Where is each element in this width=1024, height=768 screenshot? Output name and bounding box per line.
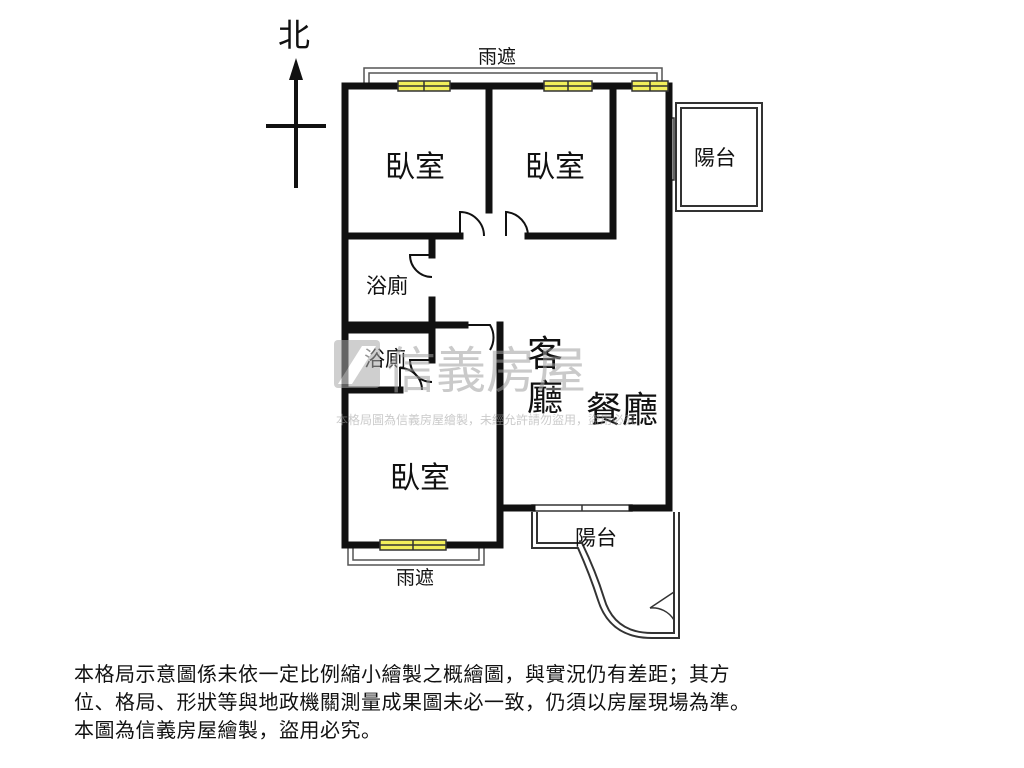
north-arrow-icon bbox=[289, 58, 303, 80]
watermark-subtitle: 本格局圖為信義房屋繪製，未經允許請勿盜用，盜用必究 bbox=[336, 412, 636, 427]
balcony-south-outline bbox=[531, 512, 680, 639]
windows bbox=[379, 80, 669, 551]
living-room-label-2: 廳 bbox=[527, 378, 563, 419]
watermark-logo-icon bbox=[334, 340, 380, 388]
bathroom-1-label: 浴廁 bbox=[366, 274, 408, 298]
awning-south-label: 雨遮 bbox=[396, 567, 434, 589]
disclaimer-line-3: 本圖為信義房屋繪製，盜用必究。 bbox=[74, 718, 382, 742]
bedroom-1-label: 臥室 bbox=[385, 150, 445, 185]
balcony-east-outline bbox=[675, 102, 763, 212]
balcony-south-label: 陽台 bbox=[575, 526, 617, 550]
bedroom-3-label: 臥室 bbox=[390, 461, 450, 496]
bedroom-2-label: 臥室 bbox=[525, 150, 585, 185]
bedroom-doors bbox=[399, 210, 530, 391]
sliding-door-south bbox=[531, 504, 633, 512]
disclaimer: 本格局示意圖係未依一定比例縮小繪製之概繪圖，與實況仍有差距；其方 位、格局、形狀… bbox=[74, 660, 974, 744]
disclaimer-line-1: 本格局示意圖係未依一定比例縮小繪製之概繪圖，與實況仍有差距；其方 bbox=[74, 662, 730, 686]
awning-south-outline bbox=[347, 548, 485, 566]
awning-north-outline bbox=[363, 67, 663, 85]
north-label: 北 bbox=[278, 16, 310, 54]
disclaimer-line-2: 位、格局、形狀等與地政機關測量成果圖未必一致，仍須以房屋現場為準。 bbox=[74, 690, 751, 714]
balcony-south-door bbox=[649, 591, 675, 621]
dining-room-label: 餐廳 bbox=[586, 390, 658, 431]
compass: 北 bbox=[266, 16, 326, 188]
watermark: 信義房屋 本格局圖為信義房屋繪製，未經允許請勿盜用，盜用必究 bbox=[334, 340, 636, 427]
balcony-east-label: 陽台 bbox=[694, 146, 736, 170]
watermark-brand: 信義房屋 bbox=[386, 342, 586, 400]
floor-plan: 北 雨遮 臥室 臥室 陽台 浴廁 浴廁 客 廳 餐廳 臥室 陽台 雨遮 信義房屋… bbox=[266, 16, 763, 639]
living-room-label-1: 客 bbox=[527, 334, 563, 375]
awning-north-label: 雨遮 bbox=[478, 46, 516, 68]
